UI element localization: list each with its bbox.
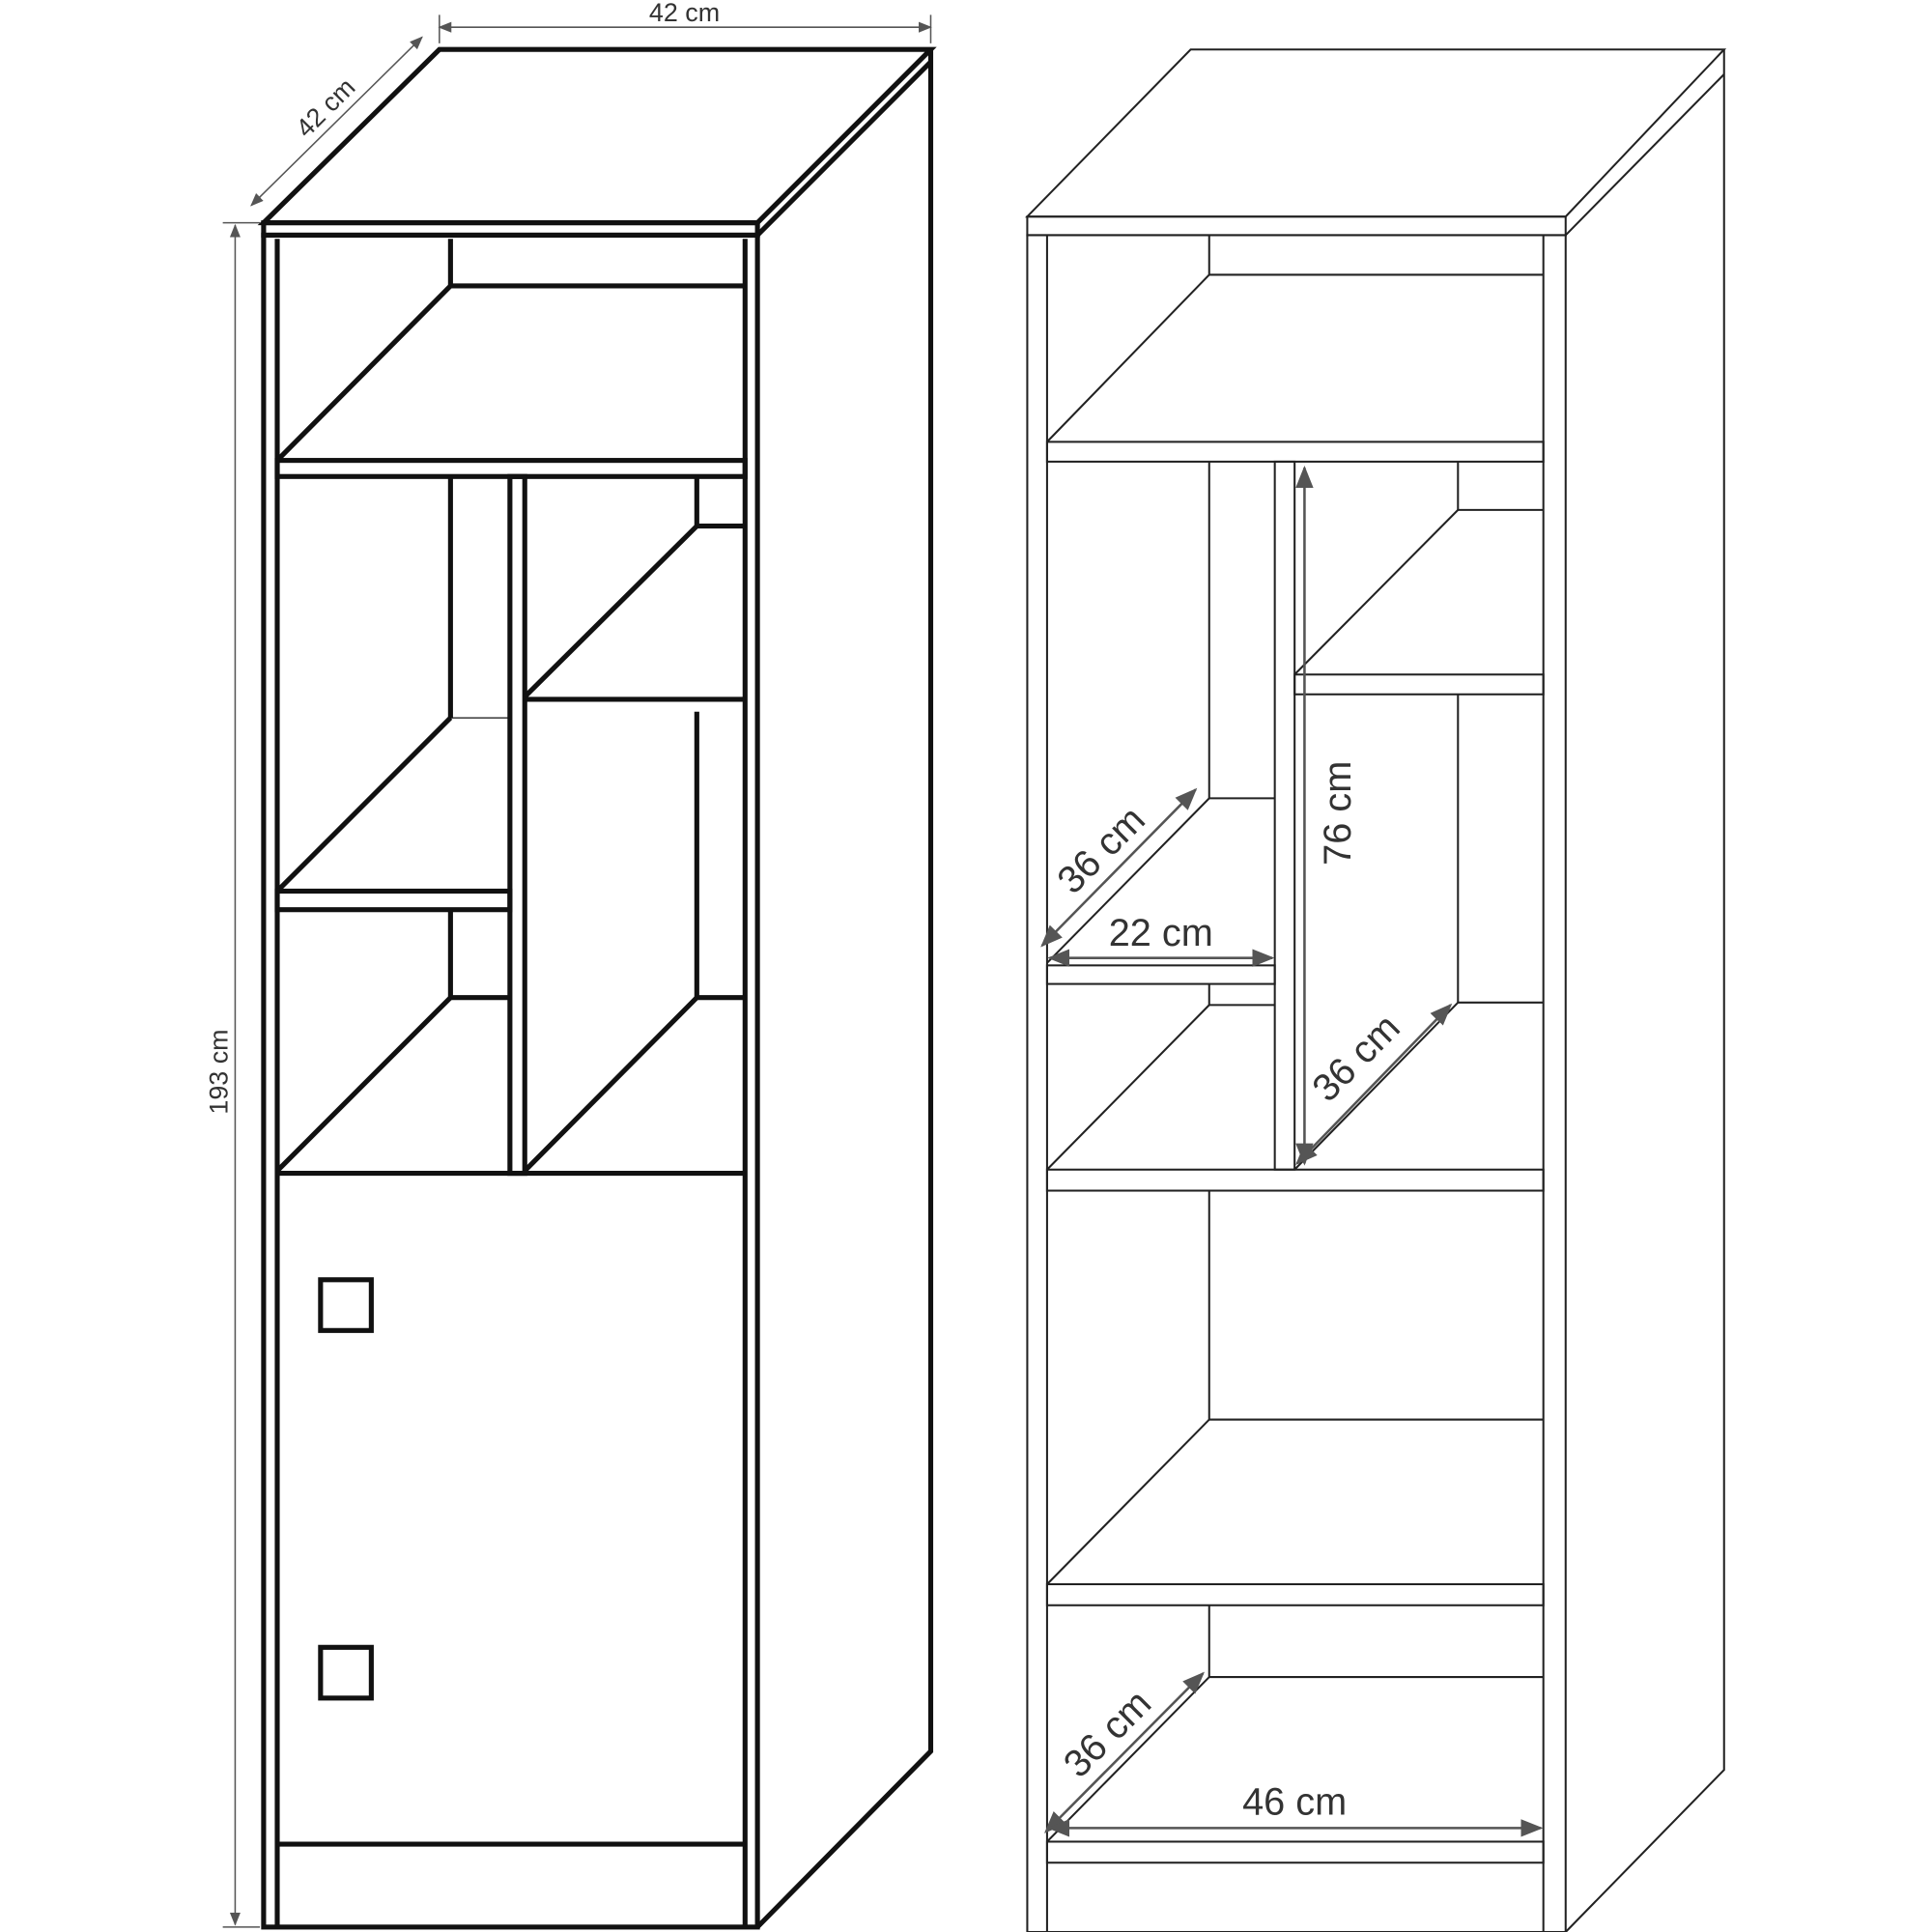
upper-left-width-label: 22 cm: [1109, 912, 1213, 954]
right-dimensions: 36 cm 22 cm 76 cm 36 cm 36 cm 46 cm: [1040, 465, 1544, 1837]
right-column-height-label: 76 cm: [1317, 761, 1359, 866]
left-cabinet: [257, 46, 937, 1930]
right-column-depth-label: 36 cm: [1304, 1006, 1408, 1110]
height-label: 193 cm: [205, 1029, 234, 1114]
left-dimensions: 42 cm 42 cm 193 cm: [205, 0, 932, 1928]
right-cabinet: [1024, 48, 1727, 1932]
door-handle: [318, 1277, 374, 1333]
door-handle: [318, 1644, 374, 1701]
bottom-width-label: 46 cm: [1242, 1780, 1347, 1823]
width-label: 42 cm: [649, 0, 720, 27]
